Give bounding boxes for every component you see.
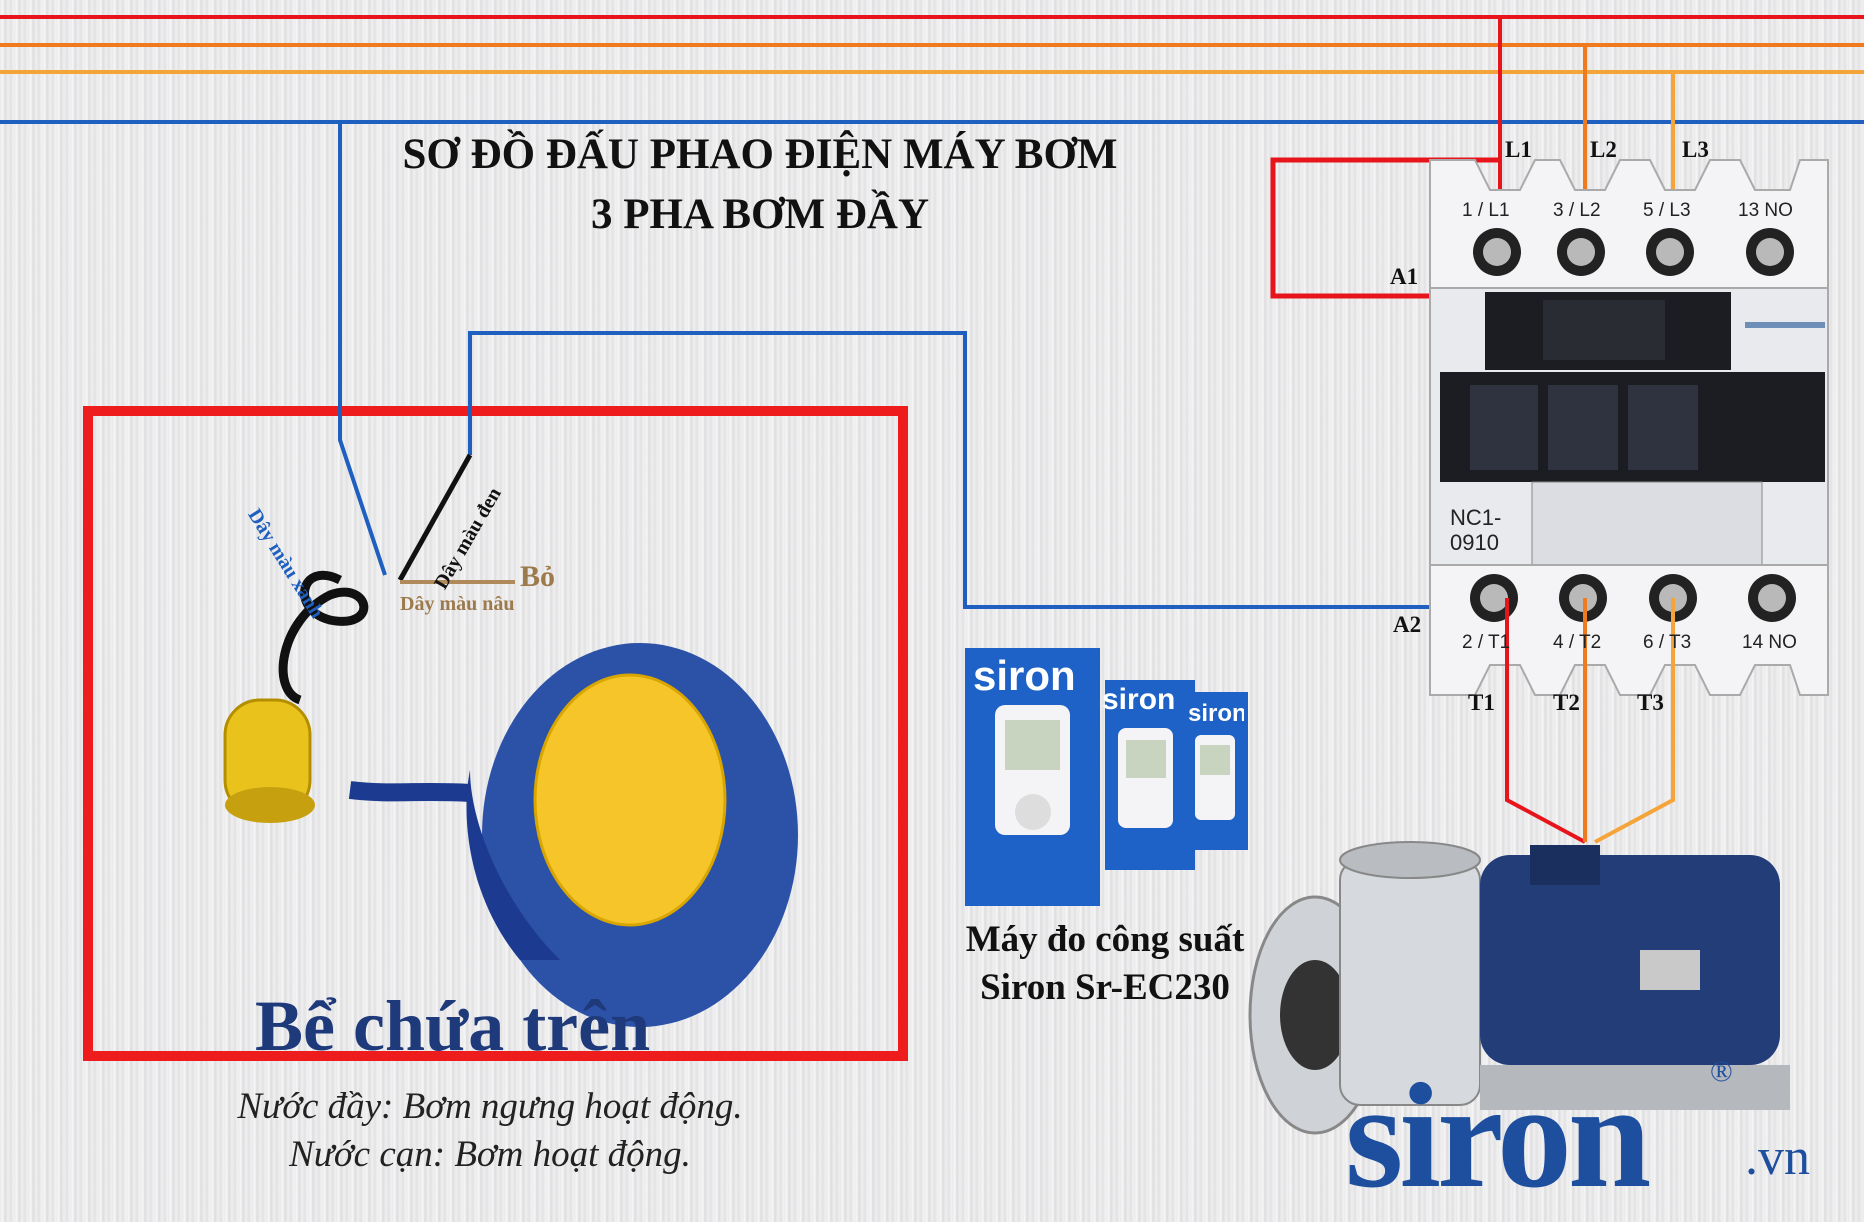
meter-brand-large: siron bbox=[973, 652, 1076, 699]
registered-mark: ® bbox=[1710, 1055, 1733, 1088]
water-pump bbox=[1248, 841, 1790, 1135]
coil-a1-wire bbox=[1270, 157, 1500, 299]
label-brown-discard: Bỏ bbox=[520, 560, 556, 593]
diagram-title-line2: 3 PHA BƠM ĐẦY bbox=[590, 191, 930, 238]
float-cap bbox=[533, 673, 727, 927]
terminal-top-4: 13 NO bbox=[1738, 200, 1793, 221]
terminal-bottom-2: 4 / T2 bbox=[1553, 632, 1602, 653]
terminal-top-2: 3 / L2 bbox=[1553, 200, 1601, 221]
terminal-bottom-4: 14 NO bbox=[1742, 632, 1797, 653]
float-blue-wire bbox=[338, 122, 387, 576]
label-l2: L2 bbox=[1590, 137, 1617, 162]
power-meter-boxes bbox=[965, 648, 1248, 906]
note-water-full: Nước đầy: Bơm ngưng hoạt động. bbox=[237, 1086, 743, 1127]
label-t1: T1 bbox=[1468, 690, 1495, 715]
note-water-empty: Nước cạn: Bơm hoạt động. bbox=[289, 1134, 691, 1175]
float-switch bbox=[223, 570, 798, 1027]
siron-logo-suffix: .vn bbox=[1745, 1129, 1810, 1186]
siron-logo: siron bbox=[1345, 1053, 1651, 1219]
terminal-bottom-1: 2 / T1 bbox=[1462, 632, 1511, 653]
meter-brand-medium: siron bbox=[1102, 683, 1176, 716]
float-black-wire bbox=[397, 453, 473, 582]
contactor bbox=[1429, 159, 1829, 696]
float-black-wire-route bbox=[468, 331, 1430, 609]
tank-title: Bể chứa trên bbox=[255, 986, 651, 1066]
terminal-bottom-3: 6 / T3 bbox=[1643, 632, 1692, 653]
label-a1: A1 bbox=[1390, 264, 1419, 289]
contactor-model-line1: NC1- bbox=[1450, 505, 1502, 530]
label-l1: L1 bbox=[1505, 137, 1532, 162]
float-weight bbox=[223, 698, 315, 823]
meter-brand-small: siron bbox=[1188, 700, 1244, 727]
label-a2: A2 bbox=[1393, 612, 1422, 637]
terminal-top-1: 1 / L1 bbox=[1462, 200, 1510, 221]
diagram-title-line1: SƠ ĐỒ ĐẤU PHAO ĐIỆN MÁY BƠM bbox=[402, 131, 1118, 178]
label-t2: T2 bbox=[1553, 690, 1580, 715]
upper-tank-frame bbox=[83, 406, 908, 1061]
terminal-top-3: 5 / L3 bbox=[1643, 200, 1691, 221]
phase-t3-wire bbox=[1594, 598, 1675, 844]
meter-caption-line1: Máy đo công suất bbox=[965, 919, 1245, 960]
phase-t1-wire bbox=[1505, 598, 1586, 844]
label-t3: T3 bbox=[1637, 690, 1664, 715]
label-brown-wire: Dây màu nâu bbox=[400, 593, 515, 615]
contactor-model-line2: 0910 bbox=[1450, 530, 1499, 555]
label-l3: L3 bbox=[1682, 137, 1709, 162]
meter-caption-line2: Siron Sr-EC230 bbox=[980, 967, 1230, 1008]
